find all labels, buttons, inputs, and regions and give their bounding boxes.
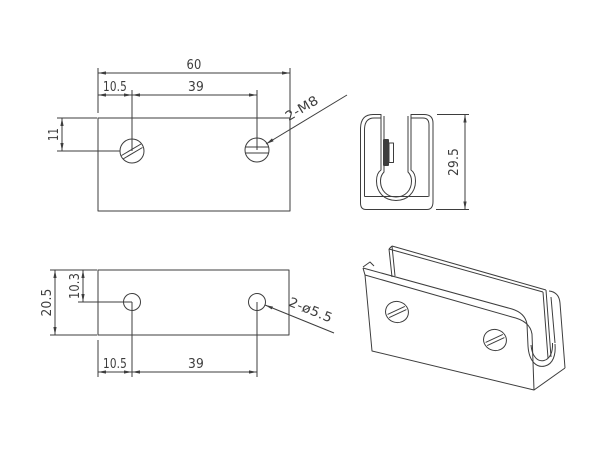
front-plate-outline <box>97 117 291 212</box>
dim-front-hole-spacing: 39 <box>188 80 204 95</box>
iso-front-face <box>364 274 535 391</box>
iso-glass-pane <box>388 245 552 359</box>
dim-bottom-depth: 20.5 <box>40 289 55 317</box>
side-slot-liner <box>380 116 412 198</box>
isometric-view <box>362 245 566 391</box>
side-inner-edges <box>364 117 430 197</box>
front-hole-left-slot <box>121 143 143 160</box>
side-dimension-lines <box>436 114 469 210</box>
dimension-labels: 60 10.5 39 11 2-M8 29.5 20.5 10.3 10.5 3… <box>40 58 462 372</box>
iso-back-wall-stub <box>362 261 375 268</box>
dim-front-width: 60 <box>187 58 202 73</box>
label-thread-2-m8: 2-M8 <box>283 93 322 124</box>
bottom-extension-lines <box>50 269 258 377</box>
iso-slot-arc <box>527 342 556 367</box>
iso-screw-right-slot <box>485 333 505 347</box>
front-extension-lines <box>57 68 291 152</box>
front-dimension-lines <box>61 72 290 151</box>
iso-screw-left <box>385 300 409 324</box>
bottom-view <box>50 269 335 377</box>
front-arrows <box>60 71 291 151</box>
iso-end-face <box>533 290 566 391</box>
side-screw-head <box>383 139 389 166</box>
dimension-arrowheads <box>53 71 467 374</box>
dim-bottom-hole-spacing: 39 <box>188 357 204 372</box>
side-screw-tip <box>388 142 394 163</box>
bottom-dimension-lines <box>54 270 257 373</box>
bottom-hole-leader <box>264 304 335 334</box>
iso-screw-left-slot <box>387 305 407 319</box>
dim-front-hole-left-offset: 10.5 <box>103 80 127 95</box>
label-hole-diameter: 2-ø5.5 <box>286 295 334 326</box>
front-thread-leader <box>265 94 348 145</box>
side-view <box>360 114 469 210</box>
drawing-linework <box>50 68 566 391</box>
dim-bottom-hole-left-offset: 10.5 <box>103 357 127 372</box>
dim-bottom-hole-edge-offset: 10.3 <box>68 273 83 299</box>
side-body-outline <box>360 114 434 210</box>
iso-slot-front-edge <box>362 267 529 347</box>
dim-front-hole-top-offset: 11 <box>47 128 62 141</box>
iso-screw-right <box>483 328 507 352</box>
dim-side-height: 29.5 <box>447 148 462 176</box>
bottom-arrows <box>53 270 274 374</box>
